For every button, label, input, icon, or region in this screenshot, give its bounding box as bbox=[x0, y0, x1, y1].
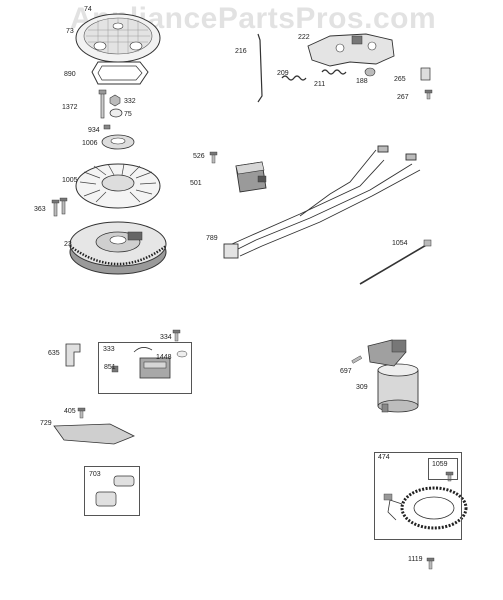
cover-part bbox=[95, 475, 135, 507]
starter-motor-part bbox=[367, 339, 419, 413]
label-851: 851 bbox=[104, 364, 116, 371]
screw-part-1119 bbox=[426, 557, 435, 570]
link-rod-part bbox=[257, 33, 263, 103]
label-1054: 1054 bbox=[392, 240, 408, 247]
label-697: 697 bbox=[340, 368, 352, 375]
label-265: 265 bbox=[394, 76, 406, 83]
shield-part bbox=[53, 423, 135, 445]
screw-part-697 bbox=[351, 355, 363, 364]
alternator-kit-box bbox=[374, 452, 462, 540]
label-73: 73 bbox=[66, 28, 74, 35]
label-1005: 1005 bbox=[62, 177, 78, 184]
cover-kit-box bbox=[84, 466, 140, 516]
switch-part bbox=[420, 67, 431, 81]
label-789: 789 bbox=[206, 235, 218, 242]
hub-part bbox=[101, 134, 135, 150]
spring-part-2 bbox=[321, 69, 347, 75]
label-1448: 1448 bbox=[156, 354, 172, 361]
flywheel-screen-part bbox=[75, 13, 161, 63]
label-890: 890 bbox=[64, 71, 76, 78]
label-635: 635 bbox=[48, 350, 60, 357]
label-222: 222 bbox=[298, 34, 310, 41]
screw-part bbox=[424, 89, 433, 100]
armature-part bbox=[111, 347, 188, 379]
stud-part bbox=[98, 89, 107, 119]
label-75: 75 bbox=[124, 111, 132, 118]
label-363: 363 bbox=[34, 206, 46, 213]
label-1372: 1372 bbox=[62, 104, 78, 111]
label-934: 934 bbox=[88, 127, 100, 134]
bushing-part bbox=[364, 67, 376, 77]
gasket-part bbox=[91, 61, 149, 85]
alternator-part bbox=[383, 471, 468, 530]
label-526: 526 bbox=[193, 153, 205, 160]
screw-part-334 bbox=[172, 329, 181, 342]
label-474: 474 bbox=[378, 454, 390, 461]
label-74: 74 bbox=[84, 6, 92, 13]
screw-part-526 bbox=[209, 151, 218, 164]
label-1006: 1006 bbox=[82, 140, 98, 147]
label-209: 209 bbox=[277, 70, 289, 77]
label-23: 23 bbox=[64, 241, 72, 248]
control-bracket-part bbox=[307, 33, 395, 67]
label-211: 211 bbox=[314, 81, 326, 88]
label-334: 334 bbox=[160, 334, 172, 341]
label-267: 267 bbox=[397, 94, 409, 101]
label-1059: 1059 bbox=[432, 461, 448, 468]
label-333: 333 bbox=[103, 346, 115, 353]
label-188: 188 bbox=[356, 78, 368, 85]
flywheel-part bbox=[69, 221, 167, 275]
label-729: 729 bbox=[40, 420, 52, 427]
nut-part bbox=[109, 94, 121, 107]
key-part bbox=[103, 124, 111, 130]
fan-part bbox=[75, 163, 161, 209]
screw-kit-box bbox=[428, 458, 458, 480]
wire-harness-part bbox=[223, 145, 421, 259]
label-703: 703 bbox=[89, 471, 101, 478]
regulator-part bbox=[235, 161, 267, 193]
fitting-part bbox=[65, 343, 81, 367]
armature-kit-box bbox=[98, 342, 192, 394]
spring-part bbox=[281, 75, 307, 81]
label-405: 405 bbox=[64, 408, 76, 415]
label-216: 216 bbox=[235, 48, 247, 55]
label-332: 332 bbox=[124, 98, 136, 105]
label-501: 501 bbox=[190, 180, 202, 187]
label-309: 309 bbox=[356, 384, 368, 391]
cable-tie-part bbox=[359, 239, 432, 285]
washer-part bbox=[109, 108, 123, 118]
screw-part-405 bbox=[77, 407, 86, 419]
screws-part bbox=[51, 197, 68, 217]
label-1119: 1119 bbox=[408, 556, 423, 563]
